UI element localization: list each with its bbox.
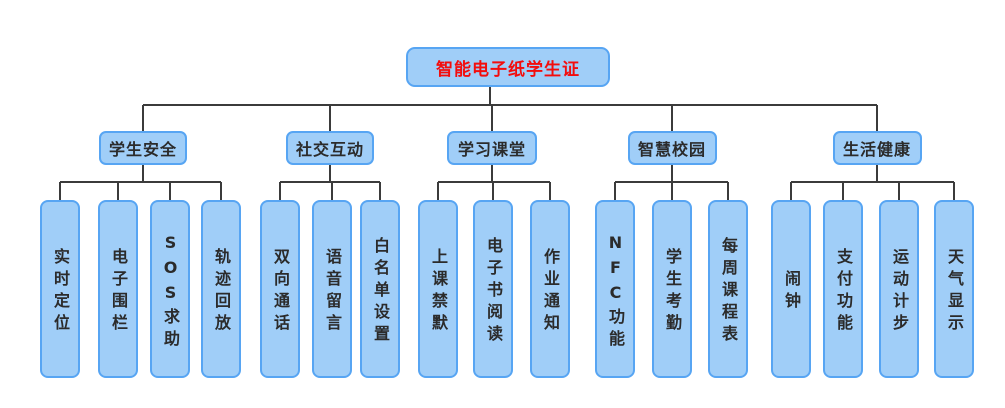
feature-label: 作业通知 (541, 248, 560, 336)
category-node: 社交互动 (286, 131, 374, 165)
feature-label: 白名单设置 (371, 237, 390, 347)
feature-node: 作业通知 (530, 200, 570, 378)
category-node: 学习课堂 (447, 131, 537, 165)
feature-label: 每周课程表 (719, 237, 738, 347)
category-node: 生活健康 (832, 131, 922, 165)
feature-label: SOS求助 (161, 232, 180, 352)
feature-label: 实时定位 (51, 248, 70, 336)
feature-label: 上课禁默 (429, 248, 448, 336)
feature-label: 语音留言 (323, 248, 342, 336)
feature-node: 白名单设置 (360, 200, 400, 378)
feature-node: 双向通话 (260, 200, 300, 378)
category-node: 智慧校园 (627, 131, 717, 165)
category-node: 学生安全 (99, 131, 187, 165)
feature-label: 支付功能 (834, 248, 853, 336)
feature-label: 电子围栏 (109, 248, 128, 336)
feature-node: SOS求助 (150, 200, 190, 378)
feature-node: 语音留言 (312, 200, 352, 378)
feature-label: 学生考勤 (663, 248, 682, 336)
feature-node: 电子书阅读 (473, 200, 513, 378)
feature-node: 学生考勤 (652, 200, 692, 378)
root-node: 智能电子纸学生证 (406, 47, 610, 87)
feature-label: 运动计步 (890, 248, 909, 336)
feature-label: 天气显示 (945, 248, 964, 336)
feature-label: NFC功能 (606, 232, 625, 352)
feature-node: 每周课程表 (708, 200, 748, 378)
feature-label: 轨迹回放 (212, 248, 231, 336)
feature-node: 上课禁默 (418, 200, 458, 378)
feature-node: 电子围栏 (98, 200, 138, 378)
feature-label: 双向通话 (271, 248, 290, 336)
feature-label: 闹钟 (782, 270, 801, 314)
feature-node: 支付功能 (823, 200, 863, 378)
feature-node: 运动计步 (879, 200, 919, 378)
feature-node: 天气显示 (934, 200, 974, 378)
feature-node: 实时定位 (40, 200, 80, 378)
feature-node: NFC功能 (595, 200, 635, 378)
feature-node: 闹钟 (771, 200, 811, 378)
feature-node: 轨迹回放 (201, 200, 241, 378)
feature-label: 电子书阅读 (484, 237, 503, 347)
